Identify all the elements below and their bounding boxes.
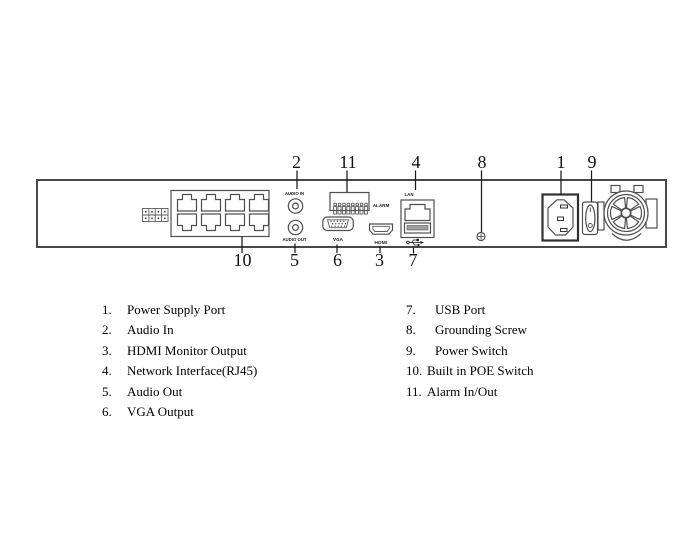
legend-item: 6. VGA Output bbox=[102, 402, 257, 422]
callout-number: 10 bbox=[234, 250, 252, 270]
callout-numbers: 2 11 4 8 1 9 10 5 6 3 7 bbox=[234, 152, 597, 270]
grounding-screw bbox=[476, 231, 486, 242]
audio-in-label: AUDIO IN bbox=[285, 191, 304, 196]
audio-in-jack bbox=[287, 198, 304, 214]
legend-left-column: 1. Power Supply Port 2. Audio In 3. HDMI Mo… bbox=[102, 300, 257, 422]
vga-connector bbox=[322, 216, 354, 232]
lan-port bbox=[404, 203, 431, 222]
legend-item-label: Network Interface(RJ45) bbox=[127, 363, 258, 379]
poe-switch-ports bbox=[170, 189, 270, 238]
rj45-port bbox=[224, 193, 246, 212]
rj45-port bbox=[248, 213, 270, 232]
legend-item-number: 3. bbox=[102, 342, 112, 358]
legend-item: 3. HDMI Monitor Output bbox=[102, 341, 257, 361]
legend-item: 2. Audio In bbox=[102, 320, 257, 340]
lan-usb-housing bbox=[400, 199, 435, 239]
legend-item: 11. Alarm In/Out bbox=[406, 382, 534, 402]
legend-item: 9. Power Switch bbox=[406, 341, 534, 361]
legend-item-number: 6. bbox=[102, 403, 112, 419]
legend-item-label: Power Supply Port bbox=[127, 302, 226, 317]
legend-item-label: Power Switch bbox=[435, 342, 508, 358]
rj45-port bbox=[176, 213, 198, 232]
legend-item-number: 9. bbox=[406, 342, 416, 358]
power-inlet bbox=[541, 193, 580, 242]
legend-item-label: Audio Out bbox=[127, 383, 183, 399]
fan bbox=[597, 184, 658, 241]
terminal-grid bbox=[142, 208, 169, 222]
callout-number: 2 bbox=[292, 152, 301, 172]
rj45-port bbox=[200, 193, 222, 212]
hdmi-label: HDMI bbox=[374, 240, 388, 246]
usb-port bbox=[403, 222, 432, 234]
legend-item-label: USB Port bbox=[435, 302, 486, 317]
legend-item-label: Audio In bbox=[127, 322, 174, 338]
callout-number: 6 bbox=[333, 250, 342, 270]
legend-right-column: 7. USB Port 8. Grounding Screw 9. Power Swi… bbox=[406, 300, 534, 402]
usb-icon bbox=[406, 238, 424, 247]
callout-number: 5 bbox=[290, 250, 299, 270]
rj45-port bbox=[248, 193, 270, 212]
alarm-label: ALARM bbox=[373, 203, 390, 208]
callout-number: 8 bbox=[478, 152, 487, 172]
legend-item: 10.Built in POE Switch bbox=[406, 361, 534, 381]
rj45-port bbox=[200, 213, 222, 232]
callout-number: 7 bbox=[409, 250, 418, 270]
hdmi-connector bbox=[368, 223, 394, 235]
callout-number: 1 bbox=[557, 152, 566, 172]
legend-item-number: 5. bbox=[102, 383, 112, 399]
legend-item: 5. Audio Out bbox=[102, 382, 257, 402]
legend-item-number: 2. bbox=[102, 322, 112, 338]
legend-item-label: Built in POE Switch bbox=[427, 363, 534, 379]
callout-number: 11 bbox=[339, 152, 356, 172]
rj45-port bbox=[176, 193, 198, 212]
legend-item-number: 7. bbox=[406, 302, 416, 317]
legend-item-label: Alarm In/Out bbox=[427, 383, 498, 399]
audio-out-label: AUDIO OUT bbox=[282, 237, 306, 242]
legend-item-number: 8. bbox=[406, 322, 416, 338]
lan-label: LAN bbox=[404, 192, 413, 197]
legend-item: 1. Power Supply Port bbox=[102, 300, 257, 320]
legend-item-number: 11. bbox=[406, 383, 422, 399]
legend-item-label: Grounding Screw bbox=[435, 322, 528, 338]
rj45-port bbox=[224, 213, 246, 232]
legend-item-number: 1. bbox=[102, 302, 112, 317]
callout-number: 4 bbox=[412, 152, 421, 172]
callout-number: 3 bbox=[375, 250, 384, 270]
alarm-terminal-block bbox=[329, 191, 370, 215]
callout-number: 9 bbox=[588, 152, 597, 172]
legend-item-number: 10. bbox=[406, 363, 423, 379]
legend-item: 7. USB Port bbox=[406, 300, 534, 320]
callout-lines bbox=[241, 170, 593, 254]
rear-panel-diagram: AUDIO IN AUDIO OUT ALARM VGA HDMI LAN bbox=[36, 152, 667, 270]
audio-out-jack bbox=[287, 219, 304, 236]
legend-item: 8. Grounding Screw bbox=[406, 320, 534, 340]
vga-label: VGA bbox=[333, 237, 344, 242]
legend-item-number: 4. bbox=[102, 363, 112, 379]
legend-item-label: VGA Output bbox=[127, 403, 194, 419]
legend-item-label: HDMI Monitor Output bbox=[127, 342, 247, 358]
legend-item: 4. Network Interface(RJ45) bbox=[102, 361, 257, 381]
